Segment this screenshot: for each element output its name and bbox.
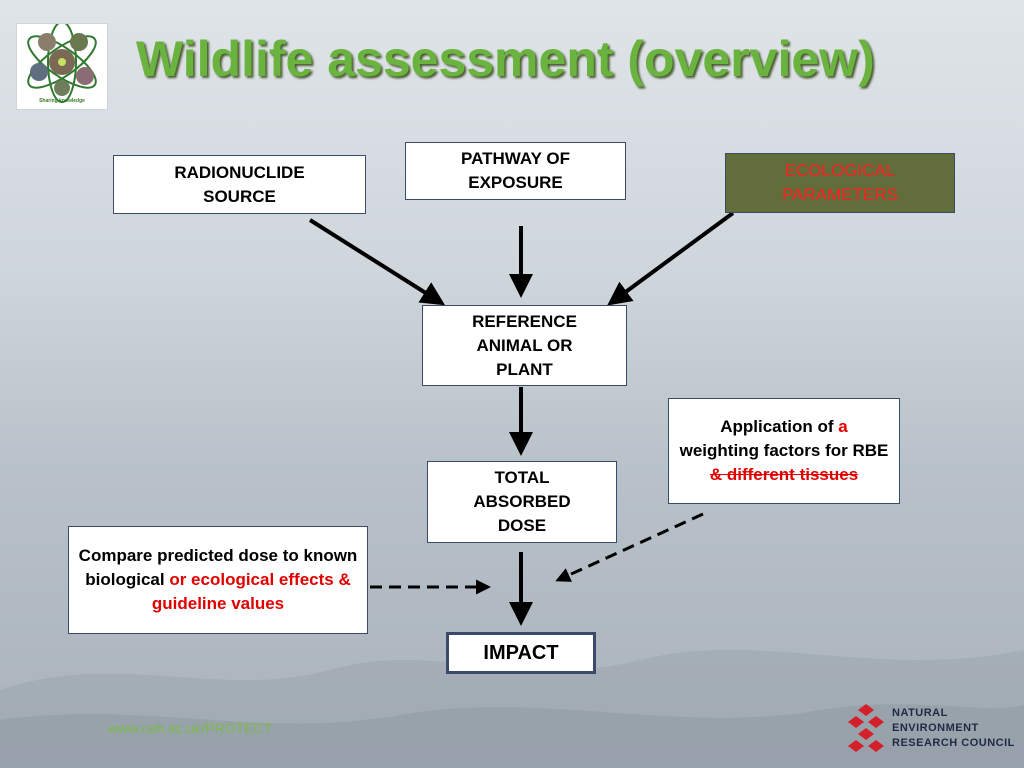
compare-effects-box: Compare predicted dose to known biologic… bbox=[68, 526, 368, 634]
nerc-name: NATURAL ENVIRONMENT RESEARCH COUNCIL bbox=[892, 706, 1015, 751]
nerc-name-line3: RESEARCH COUNCIL bbox=[892, 737, 1015, 749]
reference-animal-label: REFERENCE ANIMAL OR PLANT bbox=[472, 311, 577, 379]
ecological-parameters-label: ECOLOGICAL PARAMETERS bbox=[782, 161, 898, 204]
total-absorbed-dose-label: TOTAL ABSORBED DOSE bbox=[473, 468, 571, 535]
nerc-name-line2: ENVIRONMENT bbox=[892, 722, 979, 734]
impact-box: IMPACT bbox=[446, 632, 596, 674]
footer-url-link[interactable]: www.ceh.ac.uk/PROTECT bbox=[108, 720, 273, 736]
weighting-text-part3: weighting factors for RBE bbox=[679, 441, 889, 460]
pathway-label-line2: EXPOSURE bbox=[468, 173, 563, 192]
protect-logo: Sharing knowledge bbox=[16, 21, 108, 110]
weighting-text-highlight: a bbox=[838, 417, 848, 436]
atom-logo-icon bbox=[27, 21, 97, 103]
weighting-factors-text: Application of a weighting factors for R… bbox=[679, 415, 889, 487]
pathway-label-line1: PATHWAY OF bbox=[461, 149, 570, 168]
weighting-text-part1: Application of bbox=[720, 417, 839, 436]
page-title: Wildlife assessment (overview) bbox=[136, 31, 875, 87]
pathway-of-exposure-box: PATHWAY OF EXPOSURE bbox=[405, 142, 626, 200]
compare-text-part1: Compare predicted dose to known biologic… bbox=[78, 546, 358, 589]
compare-text-highlight: or ecological effects & guideline values bbox=[151, 570, 351, 613]
total-absorbed-dose-box: TOTAL ABSORBED DOSE bbox=[427, 461, 617, 543]
weighting-text-strikethrough: & different tissues bbox=[709, 465, 859, 484]
weighting-factors-box: Application of a weighting factors for R… bbox=[668, 398, 900, 504]
reference-animal-box: REFERENCE ANIMAL OR PLANT bbox=[422, 305, 627, 386]
arrow-ecological-to-reference bbox=[607, 211, 735, 306]
nerc-name-line1: NATURAL bbox=[892, 707, 948, 719]
compare-effects-text: Compare predicted dose to known biologic… bbox=[76, 544, 361, 616]
arrow-source-to-reference bbox=[308, 218, 446, 306]
impact-label: IMPACT bbox=[483, 642, 559, 664]
nerc-mark-icon bbox=[848, 704, 884, 752]
ecological-parameters-box: ECOLOGICAL PARAMETERS bbox=[725, 153, 955, 213]
radionuclide-source-box: RADIONUCLIDE SOURCE bbox=[113, 155, 366, 214]
logo-caption: Sharing knowledge bbox=[39, 98, 85, 104]
dashed-arrow-weighting-to-impact bbox=[555, 512, 704, 582]
nerc-logo: NATURAL ENVIRONMENT RESEARCH COUNCIL bbox=[846, 702, 1016, 758]
radionuclide-source-label: RADIONUCLIDE SOURCE bbox=[174, 162, 305, 206]
